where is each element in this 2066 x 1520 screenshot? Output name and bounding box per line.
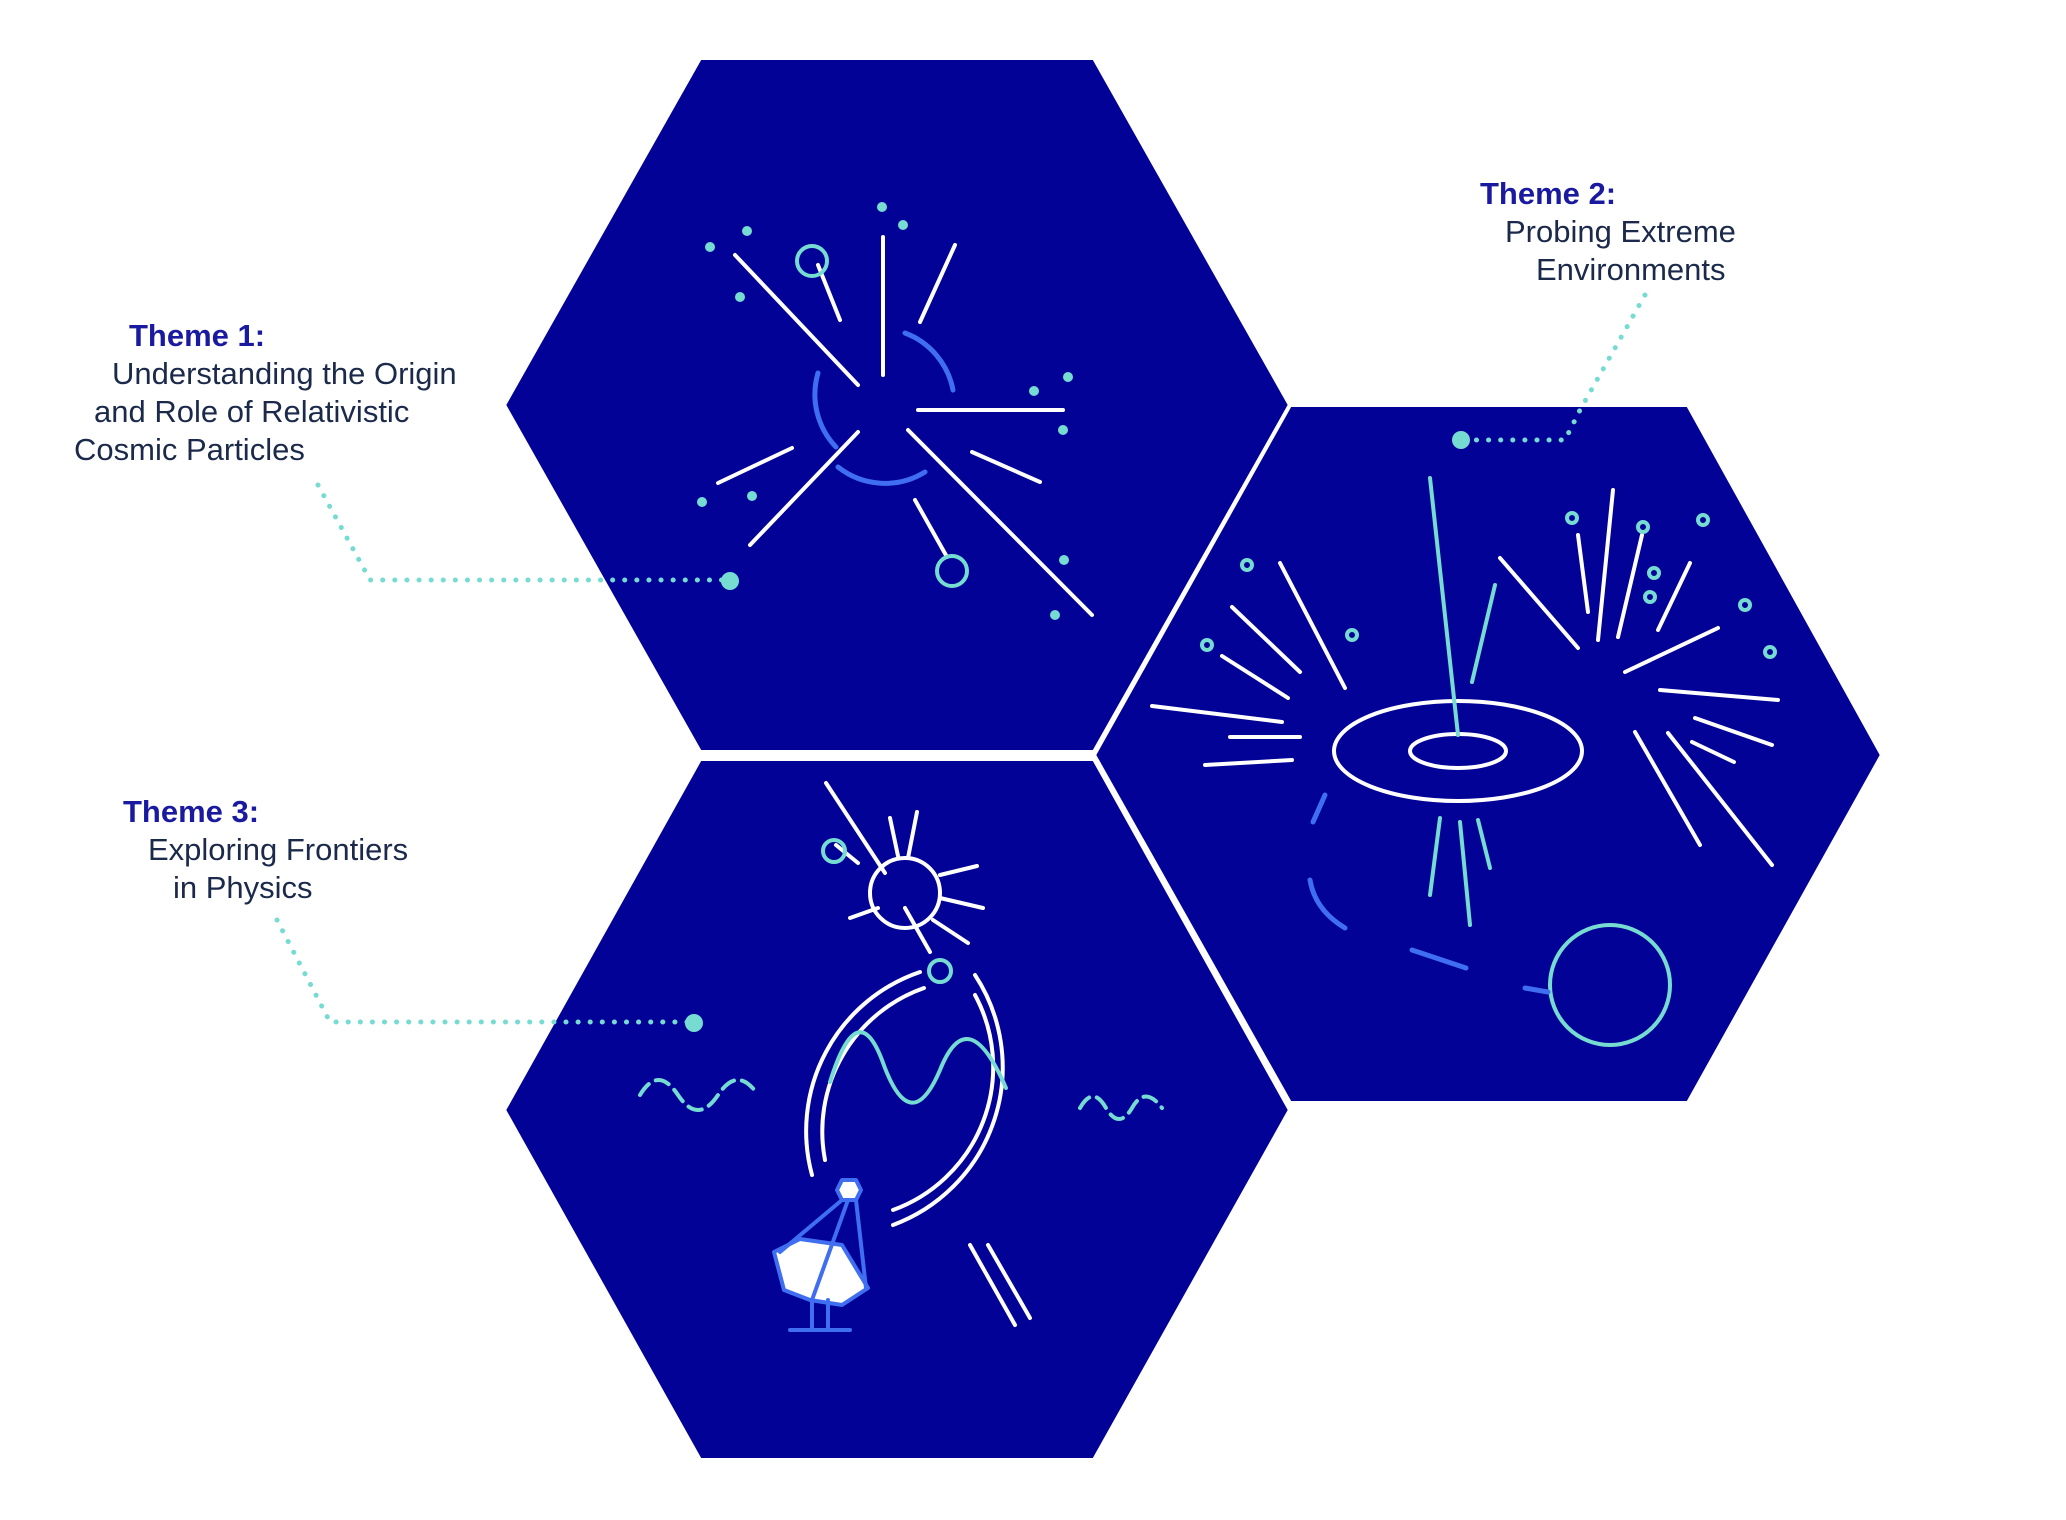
hexagon-theme-2 xyxy=(1091,403,1885,1105)
connector-theme-1 xyxy=(315,482,739,590)
theme-1-desc-line-3: Cosmic Particles xyxy=(74,432,305,467)
accretion-disk-jet-icon xyxy=(1150,476,1780,1047)
theme-2-title: Theme 2: xyxy=(1480,176,1617,211)
theme-1-desc-line-1: Understanding the Origin xyxy=(112,356,457,391)
theme-3-label: Theme 3: Exploring Frontiers in Physics xyxy=(123,793,408,907)
hexagon-theme-3 xyxy=(501,757,1293,1462)
theme-1-label: Theme 1: Understanding the Origin and Ro… xyxy=(72,317,457,469)
theme-2-desc-line-1: Probing Extreme xyxy=(1505,214,1736,249)
connector-theme-2 xyxy=(1452,292,1648,449)
theme-1-desc-line-2: and Role of Relativistic xyxy=(94,394,410,429)
ring-detector-telescope-icon xyxy=(638,781,1164,1332)
theme-3-desc-line-2: in Physics xyxy=(173,870,313,905)
theme-1-title: Theme 1: xyxy=(129,318,266,353)
theme-2-label: Theme 2: Probing Extreme Environments xyxy=(1480,175,1736,289)
particle-burst-icon xyxy=(697,202,1094,620)
connector-theme-3 xyxy=(274,917,703,1032)
theme-3-title: Theme 3: xyxy=(123,794,260,829)
theme-3-desc-line-1: Exploring Frontiers xyxy=(148,832,409,867)
theme-2-desc-line-2: Environments xyxy=(1536,252,1726,287)
